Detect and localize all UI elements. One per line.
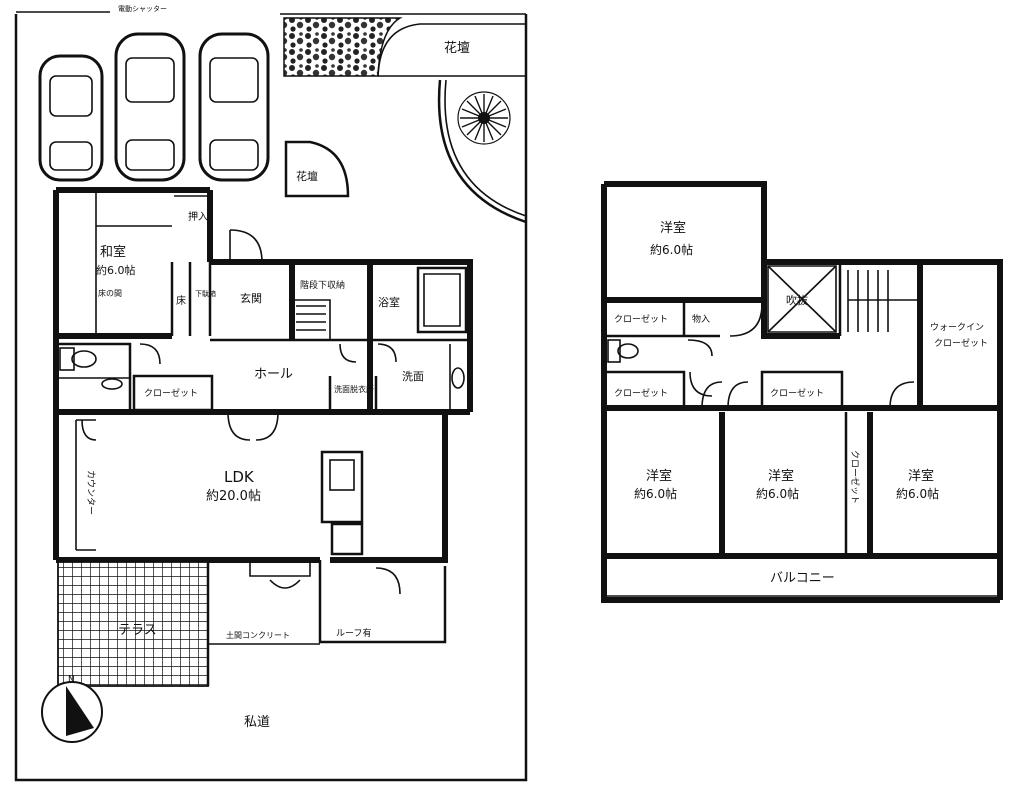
hall-label: ホール <box>254 367 293 382</box>
stone-garden <box>283 17 403 77</box>
room-top-size: 約6.0帖 <box>650 242 693 257</box>
north-arrow-icon: N <box>41 675 103 743</box>
room2-label: 洋室 <box>768 468 794 484</box>
bath-label: 浴室 <box>378 295 400 309</box>
second-floor-walls <box>601 181 1003 603</box>
concrete-label: 土間コンクリート <box>226 630 290 640</box>
counter-label: カウンター <box>85 470 96 515</box>
room-top-label: 洋室 <box>660 220 686 236</box>
fukinuke-label: 吹抜 <box>786 293 808 307</box>
room2-size: 約6.0帖 <box>756 486 799 501</box>
car-icon <box>198 32 270 182</box>
ldk-size: 約20.0帖 <box>206 489 261 504</box>
flower-bed-label: 花壇 <box>444 40 470 56</box>
oshiire-label: 押入 <box>188 210 208 223</box>
washitsu-label: 和室 <box>100 244 126 260</box>
small-flower-bed-label: 花壇 <box>296 169 318 183</box>
north-label: N <box>68 675 75 685</box>
tokonoma-label: 床の間 <box>98 288 122 298</box>
door-swings <box>687 303 915 409</box>
balcony-label: バルコニー <box>770 571 835 586</box>
washitsu-size: 約6.0帖 <box>96 263 136 277</box>
car-icon <box>38 54 104 182</box>
terrace-label: テラス <box>118 623 157 638</box>
genkan-label: 玄関 <box>240 291 262 305</box>
closet-a-label: クローゼット <box>614 313 668 325</box>
flower-bed-curve <box>437 79 527 224</box>
oshiire2-label: 物入 <box>692 313 710 325</box>
terrace-grid <box>57 561 209 687</box>
roof-label: ルーフ有 <box>336 627 371 639</box>
site-boundary <box>14 11 528 782</box>
senmen-label: 洗面 <box>402 370 424 383</box>
ldk-label: LDK <box>224 468 255 486</box>
sink-icon <box>101 367 465 390</box>
flower-bed-boundary <box>377 23 526 77</box>
car-icon <box>114 32 186 182</box>
closet-b-label: クローゼット <box>614 387 668 399</box>
first-floor-walls <box>53 187 473 644</box>
stair-storage-label: 階段下収納 <box>300 279 345 291</box>
door-swings <box>81 229 401 595</box>
room1-label: 洋室 <box>646 468 672 484</box>
tree-icon <box>457 91 511 145</box>
toilet-icon <box>607 339 639 363</box>
walkin-label: ウォークイン <box>930 322 984 333</box>
toilet-icon <box>59 347 97 371</box>
toko-label: 床 <box>176 294 186 307</box>
room1-size: 約6.0帖 <box>634 486 677 501</box>
room3-size: 約6.0帖 <box>896 486 939 501</box>
road-label: 私道 <box>244 715 270 730</box>
closet-label: クローゼット <box>144 387 198 399</box>
shoes-label: 下駄箱 <box>195 289 216 298</box>
laundry-label: 洗面脱衣所 <box>334 384 374 394</box>
small-flower-bed <box>284 140 350 198</box>
parking-note: 電動シャッター <box>118 4 167 13</box>
room3-label: 洋室 <box>908 468 934 484</box>
closet-c-label: クローゼット <box>770 387 824 399</box>
closet-v-label: クローゼット <box>849 450 861 504</box>
walkin-label-2: クローゼット <box>934 337 988 349</box>
